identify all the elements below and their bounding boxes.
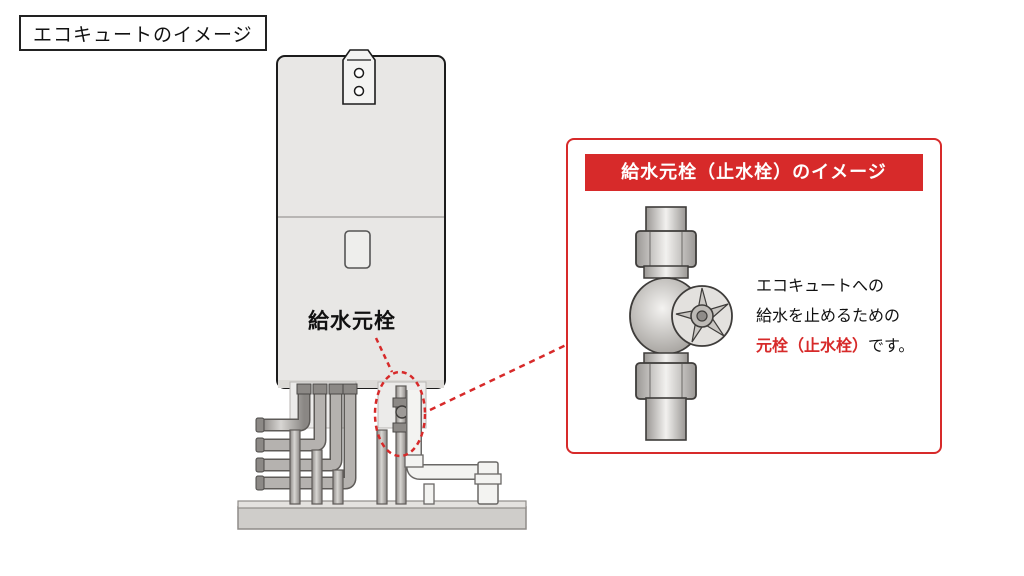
right-pipe-group: [376, 385, 502, 505]
page-title: エコキュートのイメージ: [19, 15, 267, 51]
valve-highlight-circle: [373, 370, 427, 458]
callout-box: [566, 138, 942, 454]
panel-window: [344, 230, 371, 269]
callout-title: 給水元栓（止水栓）のイメージ: [585, 154, 923, 191]
ecocute-unit: [276, 55, 446, 389]
callout-accent-text: 元栓（止水栓）: [756, 336, 869, 355]
valve-label: 給水元栓: [308, 309, 396, 333]
callout-connector-line: [429, 343, 567, 412]
callout-line-1: エコキュートへの: [756, 276, 885, 295]
label-leader-line: [374, 337, 394, 373]
callout-line-3-rest: です。: [868, 336, 915, 355]
ground-slab: [237, 500, 527, 530]
left-pipe-bundle: [255, 383, 358, 505]
mounting-bracket: [342, 49, 376, 105]
callout-description: エコキュートへの 給水を止めるための 元栓（止水栓）です。: [756, 271, 914, 361]
valve-detail-illustration: [629, 206, 733, 441]
callout-line-3: 元栓（止水栓）です。: [756, 331, 914, 361]
callout-line-2: 給水を止めるための: [756, 306, 901, 325]
